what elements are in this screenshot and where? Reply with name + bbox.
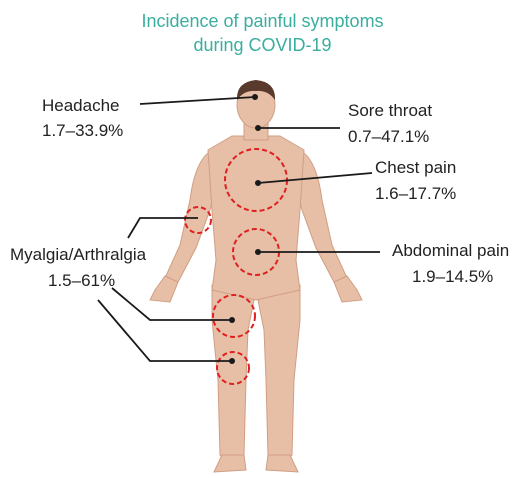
label-chest-pain: Chest pain	[375, 157, 456, 178]
right-foot	[266, 455, 298, 472]
right-leg	[256, 285, 300, 462]
value-myalgia-arthralgia: 1.5–61%	[48, 270, 115, 291]
right-hand	[334, 276, 362, 302]
value-abdominal-pain: 1.9–14.5%	[412, 266, 493, 287]
label-headache: Headache	[42, 95, 120, 116]
value-sore-throat: 0.7–47.1%	[348, 126, 429, 147]
left-foot	[214, 455, 246, 472]
left-hand	[150, 276, 178, 302]
dot-headache	[252, 94, 258, 100]
dot-thigh	[229, 317, 235, 323]
label-sore-throat: Sore throat	[348, 100, 432, 121]
human-body	[150, 82, 362, 472]
value-headache: 1.7–33.9%	[42, 120, 123, 141]
dot-sore-throat	[255, 125, 261, 131]
value-chest-pain: 1.6–17.7%	[375, 183, 456, 204]
label-myalgia-arthralgia: Myalgia/Arthralgia	[10, 244, 146, 265]
dot-knee	[229, 358, 235, 364]
label-abdominal-pain: Abdominal pain	[392, 240, 509, 261]
dot-abdomen	[255, 249, 261, 255]
dot-chest	[255, 180, 261, 186]
